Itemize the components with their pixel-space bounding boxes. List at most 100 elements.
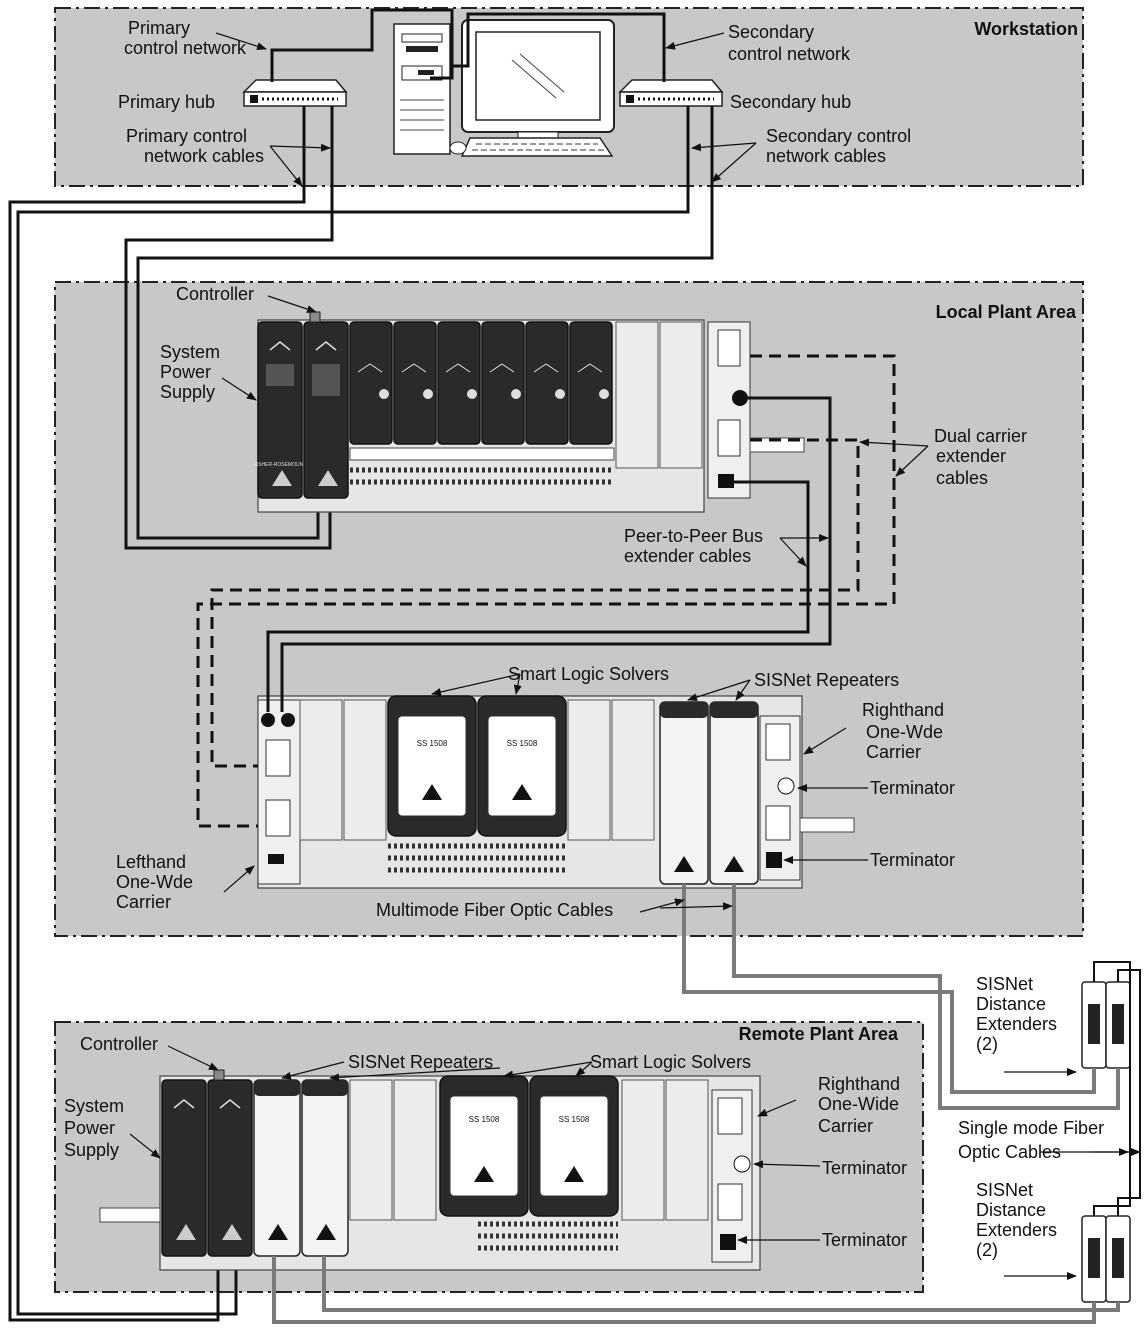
- secondary-network-cable-a: [16, 106, 690, 1316]
- local-sls-pointer-a: [431, 673, 521, 696]
- primary-network-cable-b: [124, 106, 334, 550]
- remote-sls-terminals: [478, 1221, 618, 1251]
- local-controller-pointer: [267, 295, 317, 313]
- remote-sisnet-repeater-2: [301, 1079, 349, 1257]
- sls-model-label: SS 1508: [417, 739, 448, 748]
- keyboard-icon: [449, 137, 614, 157]
- dual-carrier-pointer-a: [859, 438, 929, 447]
- multimode-fiber-cable-b: [732, 884, 1120, 1110]
- secondary-network-pointer: [665, 32, 725, 50]
- primary-cables-pointer-a: [269, 145, 303, 187]
- local-repeaters-label: SISNet Repeaters: [754, 670, 899, 690]
- local-repeaters-pointer-a: [687, 679, 751, 702]
- remote-controller-module: [207, 1069, 253, 1257]
- local-blank-slots: [615, 321, 703, 469]
- local-bottom-blank-slots: [299, 699, 655, 841]
- single-mode-fiber-a: [1093, 961, 1131, 1216]
- remote-repeaters-pointer-a: [281, 1061, 345, 1080]
- remote-power-supply-module: [161, 1079, 207, 1257]
- peer-bus-extender-cable-b: [266, 480, 810, 712]
- local-plant-area-title: Local Plant Area: [936, 302, 1077, 322]
- secondary-cables-pointer-b: [711, 142, 757, 183]
- remote-blank-slots: [349, 1079, 709, 1221]
- remote-controller-label: Controller: [80, 1034, 158, 1054]
- local-sls-pointer-b: [513, 673, 522, 695]
- local-smart-logic-solver-2: SS 1508: [477, 695, 567, 837]
- local-sisnet-repeater-1: [659, 701, 709, 885]
- local-smart-logic-solver-1: SS 1508: [387, 695, 477, 837]
- mm-fiber-label: Multimode Fiber Optic Cables: [376, 900, 613, 920]
- primary-network-pointer: [215, 32, 267, 51]
- remote-din-rail: [99, 1207, 161, 1223]
- upper-distance-extenders: [1081, 981, 1131, 1069]
- remote-terminator-2-label: Terminator: [822, 1230, 907, 1250]
- remote-controller-pointer: [167, 1045, 219, 1071]
- peer-bus-extender-cable-a: [280, 396, 832, 712]
- multimode-fiber-cable-a: [682, 884, 1096, 1094]
- secondary-hub-label: Secondary hub: [730, 92, 851, 112]
- monitor-icon: [461, 19, 615, 139]
- sls-model-label: SS 1508: [507, 739, 538, 748]
- peer-bus-pointer-b: [779, 537, 807, 567]
- dual-carrier-extender-cable-a: [196, 354, 896, 828]
- computer-tower: [393, 23, 451, 155]
- remote-righthand-pointer: [757, 1099, 797, 1117]
- primary-hub-to-pc-cable: [270, 8, 454, 82]
- remote-repeaters-label: SISNet Repeaters: [348, 1052, 493, 1072]
- local-power-supply-module: FISHER-ROSEMOUNT: [254, 321, 307, 499]
- lefthand-one-wide-carrier: [257, 699, 301, 885]
- remote-terminator-1-label: Terminator: [822, 1158, 907, 1178]
- local-controller-label: Controller: [176, 284, 254, 304]
- sls-model-label: SS 1508: [559, 1115, 590, 1124]
- mm-fiber-pointer-b: [659, 902, 733, 911]
- secondary-hub-icon: [618, 79, 724, 107]
- dual-carrier-pointer-b: [895, 445, 929, 477]
- remote-sisnet-repeater-1: [253, 1079, 301, 1257]
- local-righthand-pointer: [803, 727, 847, 755]
- lefthand-pointer: [223, 865, 255, 893]
- local-sls-label: Smart Logic Solvers: [508, 664, 669, 684]
- local-sisnet-repeater-2: [709, 701, 759, 885]
- dual-carrier-extender-cable-b: [210, 438, 860, 768]
- remote-power-supply-pointer: [129, 1133, 161, 1159]
- primary-hub-label: Primary hub: [118, 92, 215, 112]
- secondary-hub-to-pc-cable: [450, 12, 666, 82]
- remote-sls-label: Smart Logic Solvers: [590, 1052, 751, 1072]
- primary-hub-icon: [242, 79, 348, 107]
- remote-smart-logic-solver-1: SS 1508: [439, 1075, 529, 1217]
- mm-fiber-pointer-a: [639, 898, 685, 913]
- local-repeaters-pointer-b: [735, 679, 751, 701]
- single-mode-fiber-b: [1117, 969, 1141, 1216]
- primary-network-cable-a: [8, 106, 306, 1322]
- local-terminator-2-label: Terminator: [870, 850, 955, 870]
- primary-cables-pointer-b: [269, 143, 331, 152]
- workstation-title: Workstation: [974, 19, 1078, 39]
- lower-distance-extenders: [1081, 1215, 1131, 1303]
- local-terminator-1-label: Terminator: [870, 778, 955, 798]
- brand-label: FISHER-ROSEMOUNT: [254, 462, 307, 468]
- remote-righthand-one-wide-carrier: [711, 1089, 753, 1263]
- local-power-supply-pointer: [221, 377, 257, 401]
- remote-sls-pointer-b: [575, 1061, 593, 1077]
- remote-sls-pointer-a: [503, 1061, 593, 1079]
- sls-model-label: SS 1508: [469, 1115, 500, 1124]
- local-righthand-one-wide-carrier: [759, 715, 855, 881]
- remote-terminator1-pointer: [753, 1160, 821, 1169]
- remote-fiber-cable-b: [322, 1256, 1120, 1312]
- secondary-cables-pointer-a: [691, 142, 757, 152]
- local-top-right-carrier: [707, 321, 805, 499]
- remote-repeaters-pointer-b: [329, 1067, 501, 1082]
